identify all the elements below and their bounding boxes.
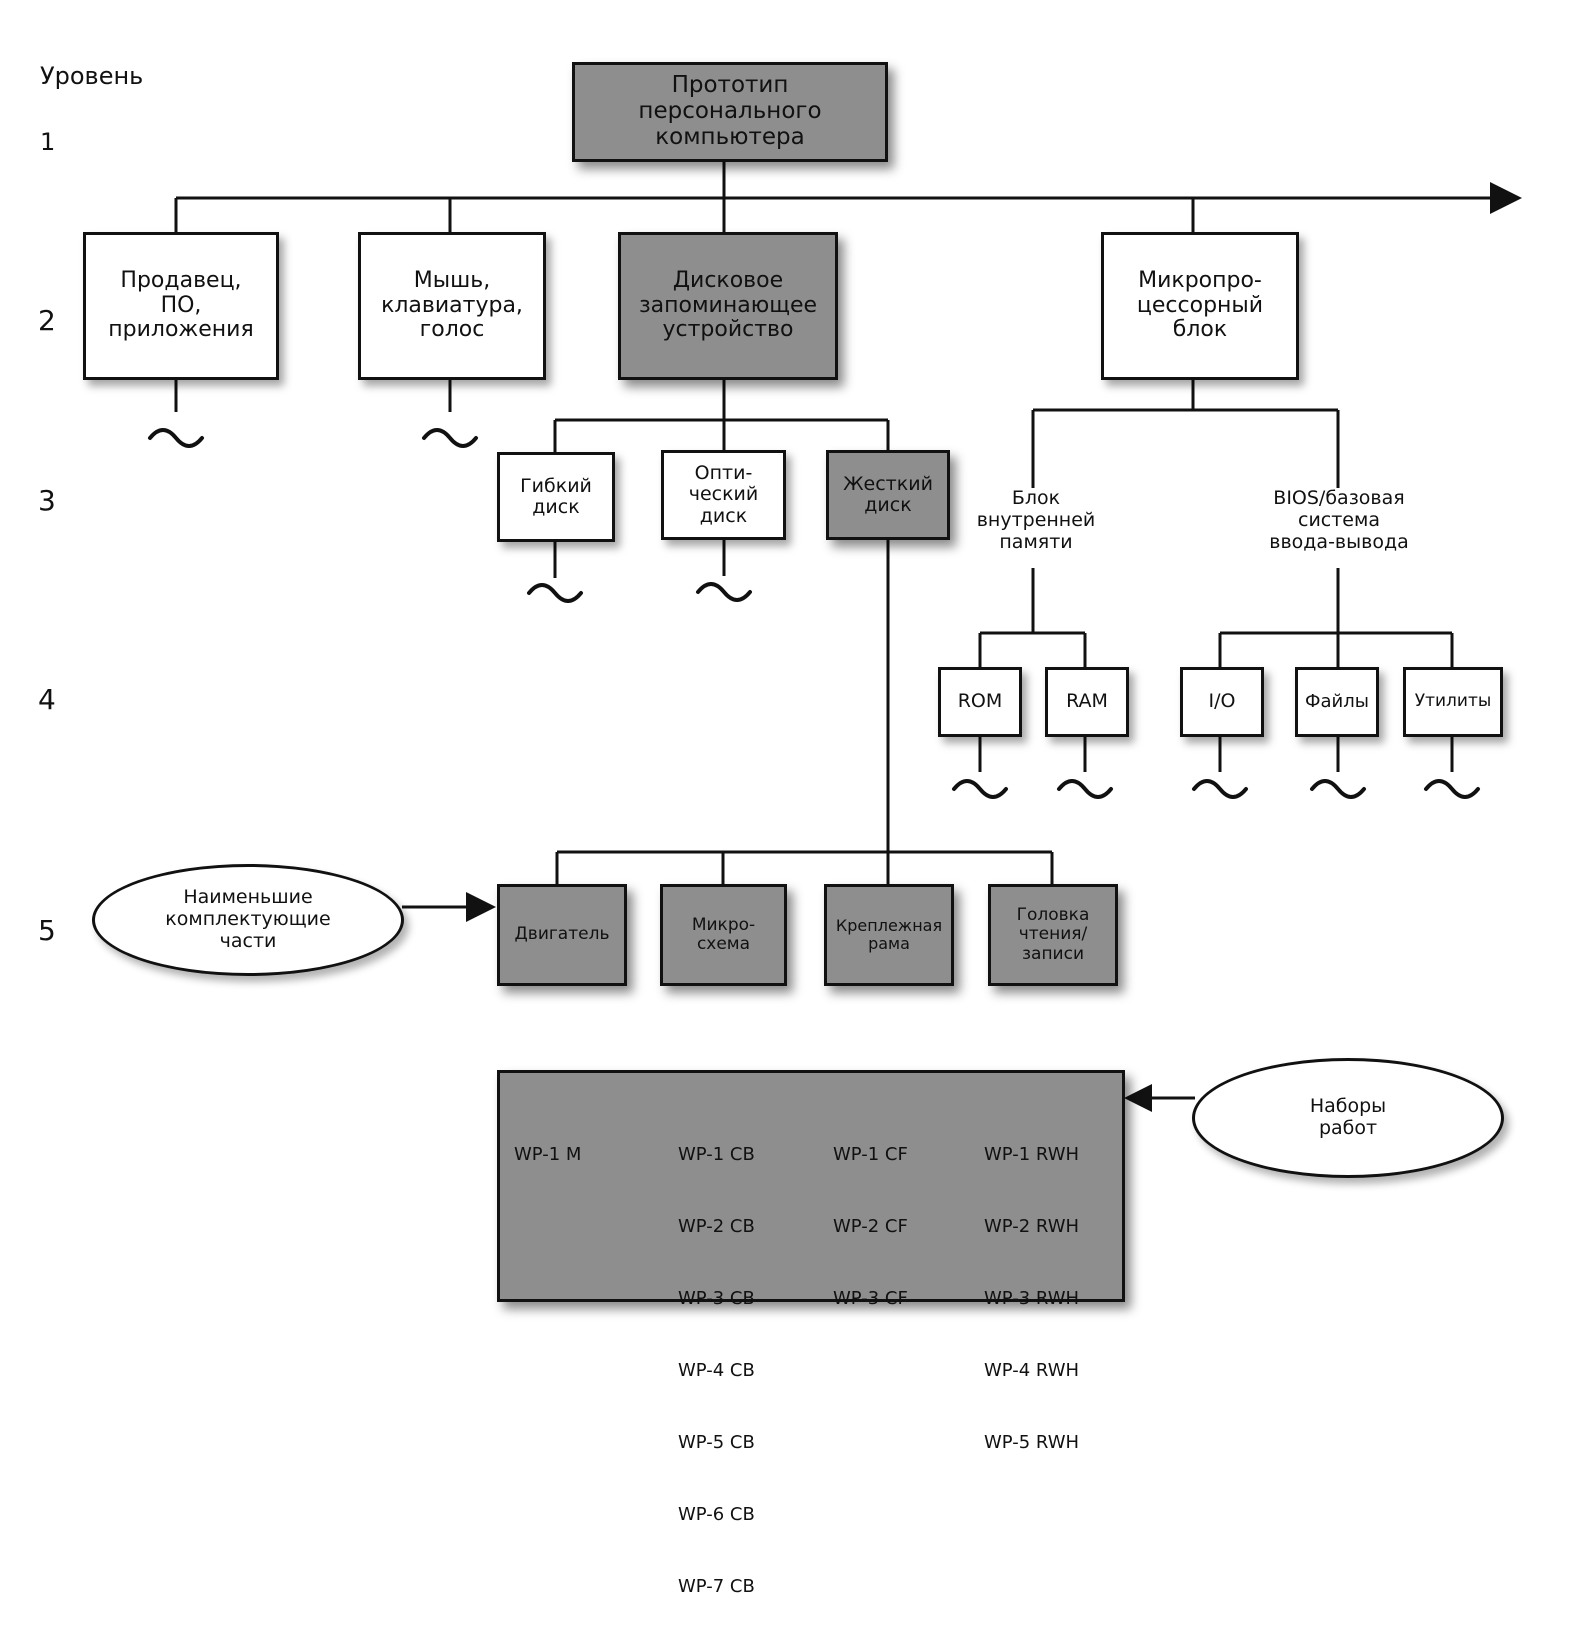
node-bios: BIOS/базовая система ввода-вывода: [1269, 487, 1409, 553]
wp-item: WP-1 CF: [833, 1144, 908, 1165]
node-read-write-head: Головка чтения/ записи: [988, 884, 1118, 986]
node-hard-disk: Жесткий диск: [826, 450, 950, 540]
levels-title: Уровень: [40, 62, 144, 90]
continuation-tilde-icon: [148, 428, 204, 448]
continuation-tilde-icon: [1424, 779, 1480, 799]
wp-item: WP-4 RWH: [984, 1360, 1080, 1381]
node-internal-memory: Блок внутренней памяти: [976, 487, 1096, 553]
level-label-3: 3: [38, 484, 56, 517]
continuation-tilde-icon: [422, 428, 478, 448]
continuation-tilde-icon: [1310, 779, 1366, 799]
wp-item: WP-5 RWH: [984, 1432, 1080, 1453]
node-input-devices: Мышь, клавиатура, голос: [358, 232, 546, 380]
wp-column-cf: WP-1 CF WP-2 CF WP-3 CF: [833, 1095, 908, 1359]
wp-item: WP-1 CB: [678, 1144, 755, 1165]
node-motor: Двигатель: [497, 884, 627, 986]
continuation-tilde-icon: [527, 583, 583, 603]
node-seller-software: Продавец, ПО, приложения: [83, 232, 279, 380]
continuation-tilde-icon: [1192, 779, 1248, 799]
wp-item: WP-3 CB: [678, 1288, 755, 1309]
smallest-parts-label: Наименьшие комплектующие части: [92, 864, 404, 976]
continuation-tilde-icon: [1057, 779, 1113, 799]
wp-column-rwh: WP-1 RWH WP-2 RWH WP-3 RWH WP-4 RWH WP-5…: [984, 1095, 1079, 1503]
node-utilities: Утилиты: [1403, 667, 1503, 737]
node-optical-disk: Опти- ческий диск: [661, 450, 786, 540]
node-mounting-frame: Креплежная рама: [824, 884, 954, 986]
node-rom: ROM: [938, 667, 1022, 737]
wp-column-m: WP-1 M: [514, 1095, 581, 1215]
node-chip: Микро- схема: [660, 884, 787, 986]
continuation-tilde-icon: [696, 582, 752, 602]
node-io: I/O: [1180, 667, 1264, 737]
node-pc-prototype: Прототип персонального компьютера: [572, 62, 888, 162]
wp-item: WP-3 RWH: [984, 1288, 1080, 1309]
node-floppy-disk: Гибкий диск: [497, 452, 615, 542]
wp-item: WP-3 CF: [833, 1288, 908, 1309]
smallest-parts-arrowhead-icon: [466, 892, 496, 922]
node-disk-storage: Дисковое запоминающее устройство: [618, 232, 838, 380]
wp-item: WP-6 CB: [678, 1504, 755, 1525]
level-label-1: 1: [40, 128, 56, 156]
level-label-4: 4: [38, 683, 56, 716]
wp-item: WP-2 CB: [678, 1216, 755, 1237]
wp-item: WP-1 RWH: [984, 1144, 1080, 1165]
wp-column-cb: WP-1 CB WP-2 CB WP-3 CB WP-4 CB WP-5 CB …: [678, 1095, 755, 1647]
work-packages-box: WP-1 M WP-1 CB WP-2 CB WP-3 CB WP-4 CB W…: [497, 1070, 1125, 1597]
node-files: Файлы: [1295, 667, 1379, 737]
wp-item: WP-5 CB: [678, 1432, 755, 1453]
continuation-tilde-icon: [952, 779, 1008, 799]
level-label-5: 5: [38, 914, 56, 947]
level-label-2: 2: [38, 304, 56, 337]
node-cpu-block: Микропро- цессорный блок: [1101, 232, 1299, 380]
wp-item: WP-7 CB: [678, 1576, 755, 1597]
work-packages-arrowhead-icon: [1124, 1084, 1152, 1112]
work-packages-label: Наборы работ: [1192, 1058, 1504, 1178]
wp-item: WP-2 RWH: [984, 1216, 1080, 1237]
wp-item: WP-2 CF: [833, 1216, 908, 1237]
wbs-diagram: Уровень 1 2 3 4 5 Прототип персонального…: [38, 62, 1522, 1597]
bus-arrow-icon: [1490, 182, 1522, 214]
wp-item: WP-1 M: [514, 1144, 582, 1165]
connector-lines: [148, 162, 1522, 1112]
node-ram: RAM: [1045, 667, 1129, 737]
wp-item: WP-4 CB: [678, 1360, 755, 1381]
